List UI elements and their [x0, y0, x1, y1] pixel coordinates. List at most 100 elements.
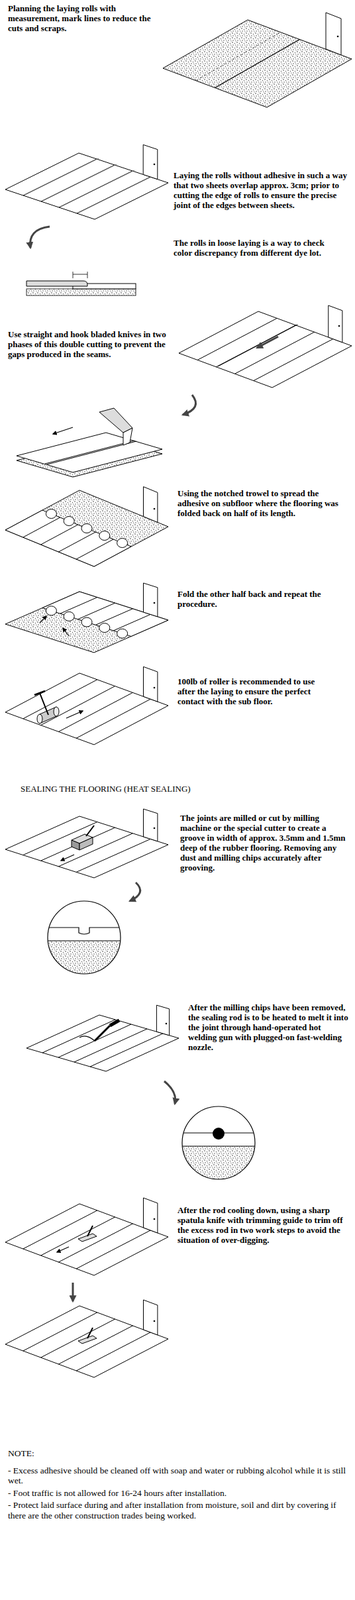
adhesive-other-half-figure: [153, 602, 156, 605]
note-text: - Foot traffic is not allowed for 16-24 …: [7, 1487, 350, 1499]
welding-figure: [165, 1022, 168, 1025]
adhesive-other-half-figure: [95, 608, 133, 626]
finished-floor-figure: [143, 1299, 158, 1335]
floor-plan-figure: [162, 19, 352, 108]
floor-plan-figure: [196, 32, 281, 81]
adhesive-other-half-figure: [117, 628, 128, 638]
roller-figure: [53, 706, 59, 716]
milling-figure: [71, 839, 80, 850]
rod-detail-figure: [182, 1106, 255, 1179]
step-arrow: [72, 1282, 75, 1301]
adhesive-half-figure: [143, 486, 158, 523]
groove-detail-figure: [47, 927, 121, 934]
adhesive-half-figure: [153, 507, 156, 510]
step-arrow: [30, 226, 50, 248]
rod-detail-figure: [212, 1127, 225, 1140]
floor-plan-figure: [325, 12, 342, 55]
seam-cutting-figure: [328, 305, 343, 343]
step-text: 100lb of roller is recommended to use af…: [177, 676, 334, 707]
welding-figure: [26, 1004, 179, 1071]
note-text: - Protect laid surface during and after …: [7, 1499, 350, 1521]
groove-detail-figure: [47, 900, 121, 974]
step-text: The rolls in loose laying is a way to ch…: [173, 238, 340, 259]
note-heading: NOTE:: [7, 1447, 35, 1459]
step-arrow: [164, 1080, 176, 1104]
overlap-detail-figure: [87, 271, 89, 279]
milling-figure: [143, 808, 158, 842]
step-arrow: [164, 1080, 176, 1104]
roller-figure: [58, 692, 133, 732]
trimming-figure: [143, 1197, 158, 1233]
overlap-detail-figure: [26, 280, 88, 287]
adhesive-half-figure: [23, 517, 61, 538]
seam-cutting-figure: [338, 325, 341, 328]
trimming-figure: [5, 1197, 169, 1275]
seam-cutting-figure: [217, 324, 298, 367]
step-arrow: [72, 1282, 74, 1301]
welding-figure: [79, 1035, 95, 1041]
adhesive-half-figure: [41, 524, 79, 545]
knife-detail-figure: [16, 407, 163, 477]
trimming-figure: [41, 1216, 116, 1256]
roller-figure: [76, 698, 151, 738]
step-text: After the milling chips have been remove…: [188, 1002, 352, 1053]
note-text: - Excess adhesive should be cleaned off …: [7, 1465, 350, 1486]
groove-detail-figure: [47, 900, 121, 974]
welding-figure: [94, 1025, 110, 1041]
loose-rolls-figure: [78, 176, 153, 213]
loose-rolls-figure: [25, 158, 99, 195]
groove-detail-figure: [47, 940, 121, 942]
roller-figure: [143, 666, 158, 702]
seam-cutting-figure: [256, 336, 279, 348]
adhesive-other-half-figure: [39, 615, 47, 623]
milling-figure: [60, 854, 75, 861]
overlap-detail-figure: [26, 271, 136, 296]
step-text: Laying the rolls without adhesive in suc…: [173, 170, 352, 211]
adhesive-half-figure: [45, 509, 57, 519]
overlap-detail-figure: [26, 288, 136, 296]
step-text: After the rod cooling down, using a shar…: [177, 1205, 352, 1246]
finished-floor-figure: [58, 1325, 133, 1364]
welding-figure: [26, 1014, 179, 1071]
finished-floor-figure: [23, 1312, 98, 1351]
roller-figure: [23, 679, 98, 719]
floor-plan-figure: [162, 19, 352, 108]
adhesive-other-half-figure: [143, 582, 158, 617]
seam-cutting-figure: [197, 317, 277, 360]
finished-floor-figure: [5, 1299, 169, 1377]
adhesive-half-figure: [63, 516, 75, 526]
trimming-figure: [56, 1246, 69, 1252]
adhesive-other-half-figure: [113, 613, 151, 631]
knife-detail-figure: [99, 407, 133, 433]
roller-figure: [41, 686, 116, 726]
milling-figure: [86, 825, 95, 836]
seam-cutting-figure: [178, 311, 352, 388]
trimming-figure: [58, 1223, 133, 1262]
rod-detail-figure: [182, 1106, 255, 1179]
finished-floor-figure: [87, 1327, 93, 1338]
welding-figure: [90, 1033, 163, 1067]
trimming-figure: [153, 1217, 156, 1220]
adhesive-other-half-figure: [78, 602, 116, 620]
step-text: Planning the laying rolls with measureme…: [7, 3, 164, 34]
seam-cutting-figure: [178, 305, 352, 388]
loose-rolls-figure: [153, 163, 156, 166]
roller-figure: [37, 713, 43, 724]
loose-rolls-figure: [60, 170, 135, 207]
adhesive-half-figure: [58, 531, 96, 552]
milling-figure: [23, 821, 98, 856]
seam-cutting-figure: [235, 331, 315, 374]
knife-detail-figure: [123, 427, 133, 446]
loose-rolls-figure: [5, 144, 169, 220]
adhesive-other-half-figure: [45, 606, 57, 616]
knife-detail-figure: [52, 427, 73, 434]
adhesive-half-figure: [81, 523, 93, 534]
step-text: Fold the other half back and repeat the …: [177, 589, 344, 610]
rod-detail-figure: [182, 1106, 255, 1179]
adhesive-other-half-figure: [60, 597, 98, 614]
roller-figure: [5, 666, 169, 745]
adhesive-other-half-figure: [81, 617, 93, 627]
adhesive-half-figure: [76, 539, 114, 559]
welding-figure: [156, 1004, 169, 1036]
milling-figure: [58, 833, 133, 867]
